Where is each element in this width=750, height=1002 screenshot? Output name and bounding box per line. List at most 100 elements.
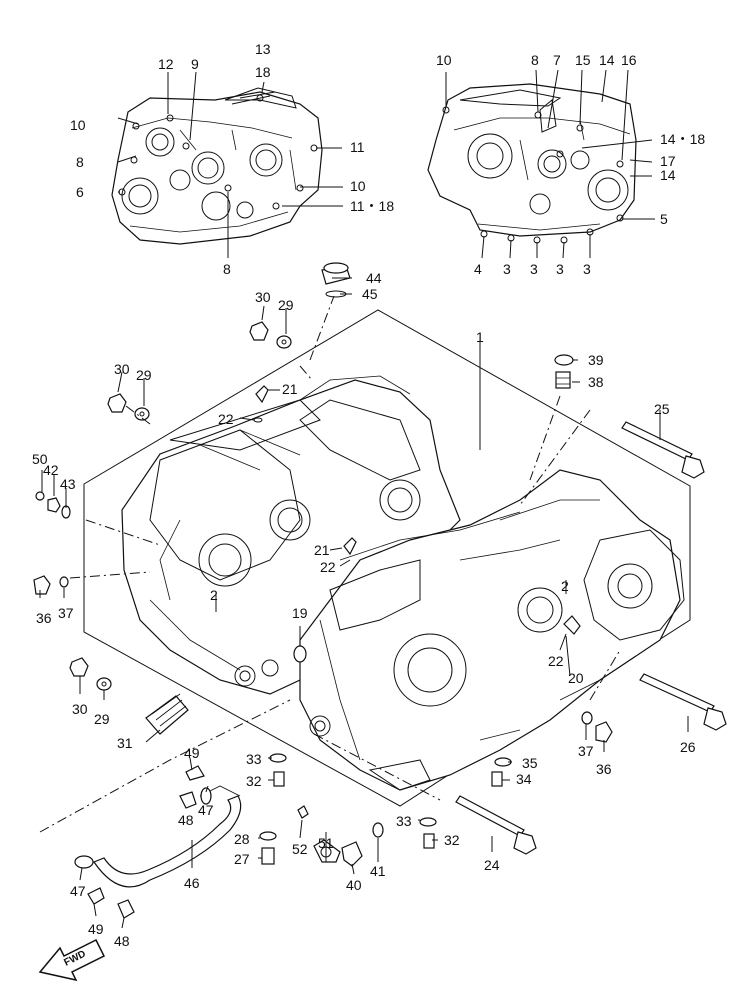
callout-c6: 6	[76, 184, 84, 200]
callout-c45: 45	[362, 286, 378, 302]
callout-c52: 52	[292, 841, 308, 857]
crankcase-bolt-24	[455, 795, 537, 855]
callout-c13: 13	[255, 41, 271, 57]
nut-washer-low	[69, 657, 112, 691]
crankcase-bolt-26	[639, 673, 727, 731]
callout-c28: 28	[234, 831, 250, 847]
washer-bolt-33-32-left	[269, 753, 287, 787]
main-crankcase-assembly	[121, 375, 685, 791]
callout-c8c: 8	[531, 52, 539, 68]
callout-c33b: 33	[396, 813, 412, 829]
leader-lines	[39, 69, 689, 929]
breather-hose	[145, 693, 189, 735]
callout-c11a: 11	[350, 139, 365, 155]
callout-c50: 50	[32, 451, 48, 467]
callout-c48b: 48	[114, 933, 130, 949]
callout-c1: 1	[476, 329, 484, 345]
small-bolt-set	[35, 491, 71, 519]
drain-plug	[554, 354, 574, 389]
callout-c30c: 30	[72, 701, 88, 717]
callout-c16: 16	[621, 52, 637, 68]
callout-c2b: 2	[561, 578, 569, 594]
callout-c47a: 47	[198, 802, 214, 818]
callout-c49a: 49	[184, 745, 200, 761]
callout-c14a: 14	[599, 52, 615, 68]
callout-c22c: 22	[548, 653, 564, 669]
callout-c37a: 37	[58, 605, 74, 621]
callout-c36b: 36	[596, 761, 612, 777]
callout-c36a: 36	[36, 610, 52, 626]
left-crankcase-half-view	[111, 87, 323, 245]
callout-c22a: 22	[218, 411, 234, 427]
callout-c7: 7	[553, 52, 561, 68]
callout-c41: 41	[370, 863, 386, 879]
callout-c22b: 22	[320, 559, 336, 575]
callout-c9a: 9	[191, 56, 199, 72]
callout-c3a: 3	[503, 261, 511, 277]
callout-c44: 44	[366, 270, 382, 286]
oil-pipe	[74, 765, 242, 919]
callout-c10b: 10	[350, 178, 366, 194]
callout-c8a: 8	[76, 154, 84, 170]
callout-c26: 26	[680, 739, 696, 755]
callout-c51: 51	[318, 835, 334, 851]
callout-c32b: 32	[444, 832, 460, 848]
fwd-direction-arrow: FWD	[38, 938, 106, 982]
oil-filler-cap	[321, 262, 351, 298]
callout-c37b: 37	[578, 743, 594, 759]
callout-c30b: 30	[114, 361, 130, 377]
callout-c2a: 2	[210, 587, 218, 603]
callout-c29a: 29	[278, 297, 294, 313]
center-lines	[39, 295, 621, 833]
callout-c12: 12	[158, 56, 174, 72]
washer-plug-28-27	[259, 831, 277, 865]
callout-c21b: 21	[314, 542, 330, 558]
right-crankcase-half-view	[427, 83, 637, 244]
bolt-washer-right	[581, 711, 613, 743]
callout-c19: 19	[292, 605, 308, 621]
callout-c3c: 3	[556, 261, 564, 277]
callout-c48a: 48	[178, 812, 194, 828]
callout-c33a: 33	[246, 751, 262, 767]
callout-c40: 40	[346, 877, 362, 893]
callout-c39: 39	[588, 352, 604, 368]
callout-c10c: 10	[436, 52, 452, 68]
callout-c8b: 8	[223, 261, 231, 277]
callout-c27: 27	[234, 851, 250, 867]
washer-bolt-35-34	[491, 757, 512, 787]
callout-c29b: 29	[136, 367, 152, 383]
assembly-frame	[83, 309, 691, 807]
callout-c31: 31	[117, 735, 133, 751]
callout-c38: 38	[588, 374, 604, 390]
callout-c49b: 49	[88, 921, 104, 937]
callout-c11_18: 11・18	[350, 198, 394, 214]
callout-c25: 25	[654, 401, 670, 417]
callout-c32a: 32	[246, 773, 262, 789]
callout-c29c: 29	[94, 711, 110, 727]
callout-c30a: 30	[255, 289, 271, 305]
washer-plug-41-40	[341, 822, 384, 867]
callout-c3d: 3	[583, 261, 591, 277]
callout-c34: 34	[516, 771, 532, 787]
callout-c43: 43	[60, 476, 76, 492]
callout-c47b: 47	[70, 883, 86, 899]
callout-c21a: 21	[282, 381, 298, 397]
callout-c20: 20	[568, 670, 584, 686]
callout-c46: 46	[184, 875, 200, 891]
callout-c42: 42	[43, 462, 59, 478]
callout-c18a: 18	[255, 64, 271, 80]
callout-c10a: 10	[70, 117, 86, 133]
callout-c15: 15	[575, 52, 591, 68]
callout-c5: 5	[660, 211, 668, 227]
bolt-washer-left	[33, 575, 69, 595]
nut-washer-mid	[107, 393, 150, 421]
pressure-switch	[297, 805, 341, 863]
crankcase-bolt-long	[621, 421, 705, 479]
callout-c4: 4	[474, 261, 482, 277]
callout-c24: 24	[484, 857, 500, 873]
callout-c14_18: 14・18	[660, 131, 705, 147]
callout-c14b: 14	[660, 167, 676, 183]
callout-c35: 35	[522, 755, 538, 771]
